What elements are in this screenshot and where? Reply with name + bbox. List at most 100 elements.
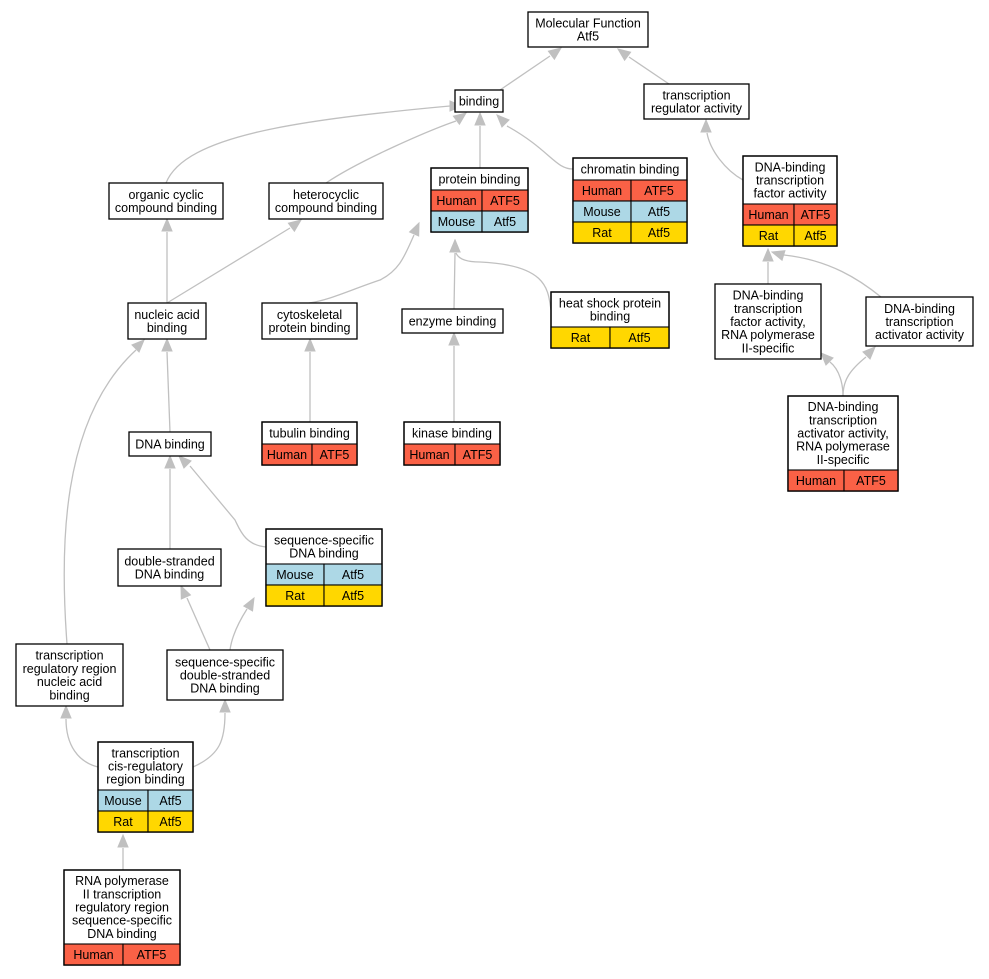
edge-trans_reg-to-mf [616,48,670,85]
node-label-line: DNA binding [190,682,260,696]
arrowhead-icon [408,221,420,237]
node-label-line: cis-regulatory [108,760,184,774]
arrowhead-icon [287,219,303,233]
node-label-line: kinase binding [412,427,492,441]
arrowhead-icon [131,339,145,353]
node-box [643,83,750,120]
gene-label: Atf5 [342,589,364,603]
edge-line [229,608,248,651]
node-label-line: sequence-specific [72,914,172,928]
edge-line [192,712,226,768]
gene-label: ATF5 [463,448,493,462]
node-label-line: activator activity [875,328,965,342]
node-label-line: DNA-binding [884,302,955,316]
gene-label: Atf5 [804,229,826,243]
species-label: Human [73,948,113,962]
node-label-line: transcription [662,88,730,102]
arrowhead-icon [862,346,876,360]
gene-label: ATF5 [856,474,886,488]
node-label-line: compound binding [115,201,217,215]
edge-line [189,465,267,548]
node-label-line: sequence-specific [175,655,275,669]
species-label: Rat [285,589,305,603]
node-label-line: regulatory region [23,662,117,676]
node-box [714,283,822,360]
species-label: Human [436,194,476,208]
node-label-line: heterocyclic [293,188,359,202]
species-label: Mouse [276,568,314,582]
edge-line [308,234,415,304]
node-dna[interactable]: DNA binding [128,431,212,457]
edge-dbta-to-dbtf [770,250,882,298]
node-binding[interactable]: binding [454,89,504,113]
node-label-line: II-specific [817,453,870,467]
edge-line [165,105,451,184]
edge-line [455,252,552,311]
arrowhead-icon [474,111,486,126]
node-label-line: organic cyclic [128,188,203,202]
edge-nucleic-to-heterocyclic [166,219,303,304]
edge-ss_dsdna-to-dsdna [180,584,211,651]
node-label-line: RNA polymerase [75,874,169,888]
node-border [63,869,181,966]
arrowhead-icon [762,247,774,262]
edge-line [166,351,171,433]
node-border [265,528,383,607]
node-label-line: II-specific [742,341,795,355]
arrowhead-icon [616,48,632,62]
arrowhead-icon [60,704,72,719]
edge-line [453,252,456,310]
edge-cytoskeletal-to-protein [308,221,420,304]
node-box [527,11,649,48]
node-label-line: DNA binding [135,568,205,582]
node-box [865,296,974,347]
node-label-line: nucleic acid [134,308,199,322]
arrowhead-icon [117,833,129,848]
edge-ss_dsdna-to-seqspec [229,596,255,651]
node-label-line: binding [459,95,499,109]
species-label: Human [796,474,836,488]
edge-dbtf-to-trans_reg [700,118,744,181]
node-label-line: DNA-binding [808,400,879,414]
node-label-line: chromatin binding [581,163,680,177]
edge-org_cyclic-to-binding [165,100,464,184]
node-label-line: binding [49,688,89,702]
node-enzyme[interactable]: enzyme binding [401,308,504,334]
node-border [403,421,501,466]
node-box [117,548,222,587]
node-label-line: Atf5 [577,30,599,44]
node-label-line: DNA-binding [755,160,826,174]
gene-label: ATF5 [490,194,520,208]
species-label: Rat [113,815,133,829]
node-label-line: transcription [111,746,179,760]
edge-seqspec-to-dna [178,455,267,548]
arrowhead-icon [161,337,173,352]
node-label-line: DNA binding [87,927,157,941]
node-label-line: binding [147,321,187,335]
species-label: Human [409,448,449,462]
node-label-line: protein binding [268,321,350,335]
edge-line [829,361,844,397]
